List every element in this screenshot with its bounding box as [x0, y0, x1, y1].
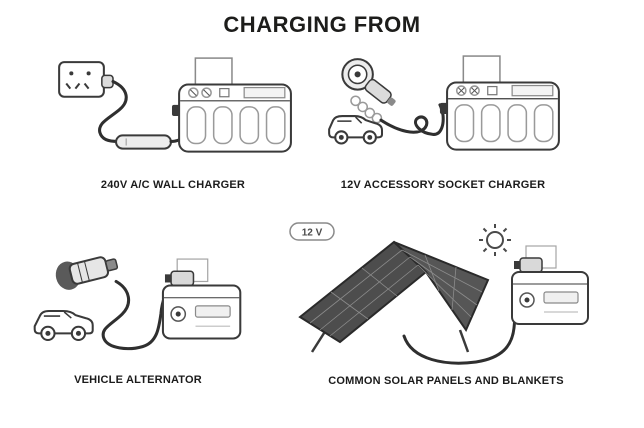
accessory-cable: [379, 103, 445, 136]
alternator-plug-icon: [55, 256, 119, 290]
solar-illustration: 12 V: [289, 222, 589, 365]
voltage-badge: 12 V: [289, 222, 335, 241]
power-station-icon: [439, 55, 560, 151]
ac-plug-icon: [101, 74, 114, 89]
vehicle-alternator-illustration: [33, 256, 242, 351]
page-title: CHARGING FROM: [223, 12, 421, 37]
panel-accessory-socket: 12V ACCESSORY SOCKET CHARGER: [318, 52, 568, 191]
station-ports: [455, 84, 554, 97]
accessory-socket-illustration: [328, 55, 560, 151]
power-station-icon: [161, 258, 242, 340]
sun-icon: [479, 224, 511, 256]
power-station-icon: [511, 245, 589, 325]
voltage-badge-label: 12 V: [302, 228, 323, 239]
panel-label-accessory-socket: 12V ACCESSORY SOCKET CHARGER: [340, 179, 546, 191]
station-ports: [187, 86, 286, 99]
power-station-icon: [171, 57, 292, 153]
panel-label-vehicle-alternator: VEHICLE ALTERNATOR: [74, 374, 202, 386]
panel-wall-charger: 240V A/C WALL CHARGER: [48, 52, 298, 191]
accessory-plug-icon: [341, 58, 396, 106]
panel-label-wall-charger: 240V A/C WALL CHARGER: [100, 179, 246, 191]
charger-cable: [98, 79, 128, 143]
alternator-cable: [101, 279, 175, 351]
vehicle-icon: [33, 309, 94, 342]
panel-solar: 12 V: [288, 222, 604, 387]
panel-vehicle-alternator: VEHICLE ALTERNATOR: [28, 255, 248, 386]
wall-outlet-icon: [58, 61, 105, 98]
ac-adapter-icon: [115, 134, 172, 150]
solar-panel-icon: [298, 240, 490, 353]
vehicle-icon: [328, 115, 384, 145]
coiled-cord-icon: [350, 95, 383, 124]
wall-charger-illustration: [58, 57, 292, 153]
panel-label-solar: COMMON SOLAR PANELS AND BLANKETS: [328, 375, 564, 387]
